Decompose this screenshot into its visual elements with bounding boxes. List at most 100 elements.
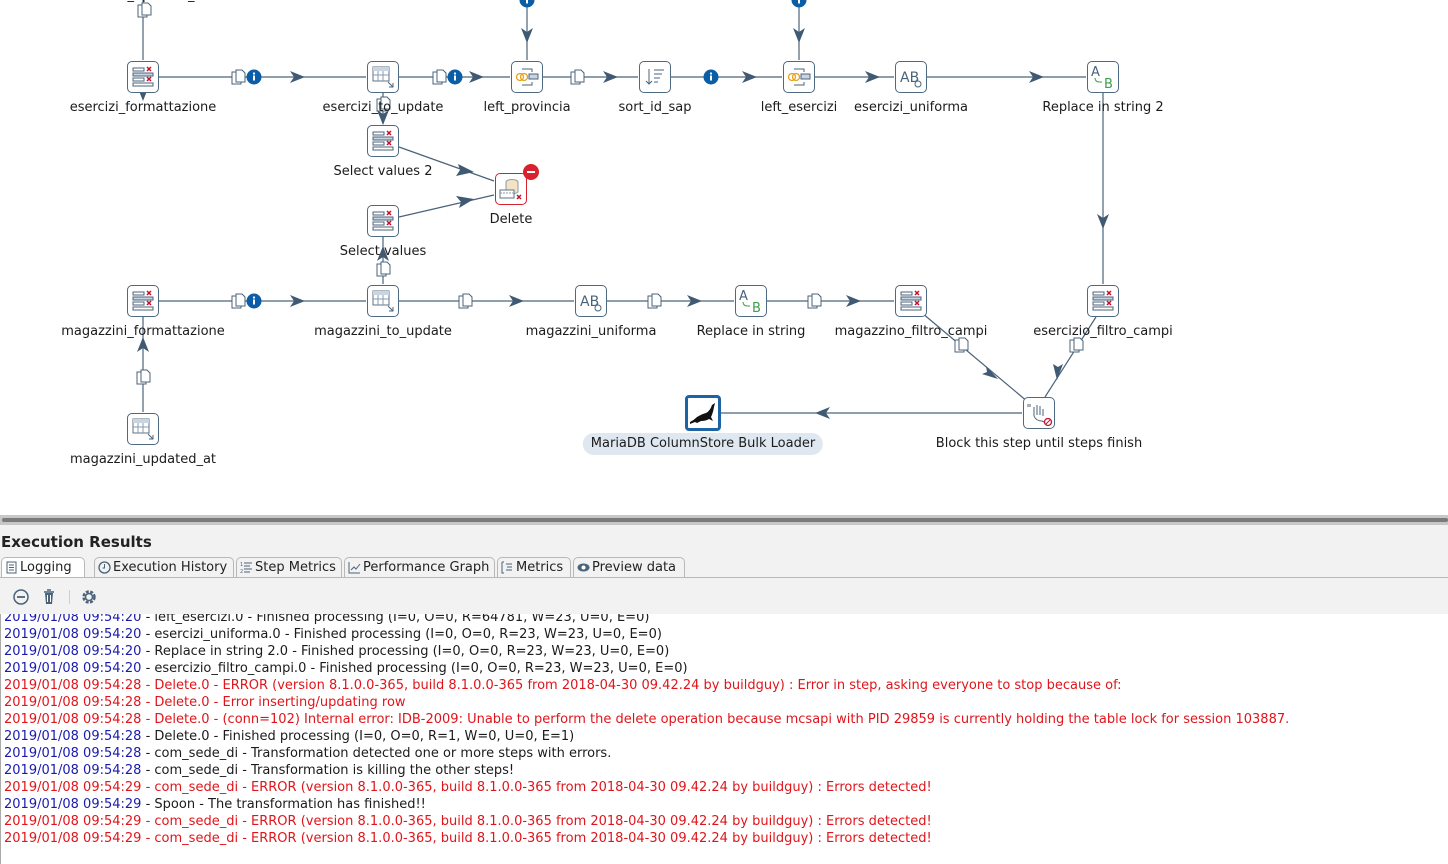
select-values-icon (132, 290, 154, 311)
info-icon (246, 293, 262, 309)
hop-arrow (1053, 364, 1063, 380)
step-esercizi-to-update[interactable] (367, 61, 399, 93)
history-icon (98, 561, 111, 574)
tab-logging[interactable]: Logging (1, 557, 85, 577)
log-message: - esercizi_uniforma.0 - Finished process… (141, 627, 662, 642)
step-label: magazzini_formattazione (61, 324, 225, 339)
step-label: esercizi_updated_at (78, 0, 207, 4)
step-label: esercizio_filtro_campi (1033, 324, 1173, 339)
step-magazzini-to-update[interactable] (367, 285, 399, 317)
info-icon (703, 69, 719, 85)
step-sort-id-sap[interactable] (639, 61, 671, 93)
tab-label: Metrics (516, 560, 564, 575)
tab-execution-history[interactable]: Execution History (94, 557, 234, 577)
log-line: 2019/01/08 09:54:20 - Replace in string … (4, 643, 669, 660)
log-line-error: 2019/01/08 09:54:29 - com_sede_di - ERRO… (4, 813, 932, 830)
log-text-area[interactable]: 2019/01/08 09:54:20 - left_esercizi.0 - … (0, 614, 1448, 864)
svg-text:1: 1 (240, 562, 243, 568)
step-delete[interactable] (495, 173, 527, 205)
step-block-until-finish[interactable] (1023, 397, 1055, 429)
select-values-icon (1092, 290, 1114, 311)
log-timestamp: 2019/01/08 09:54:28 (4, 695, 142, 710)
hop (1044, 316, 1097, 398)
log-message: - esercizio_filtro_campi.0 - Finished pr… (141, 661, 688, 676)
select-values-icon (900, 290, 922, 311)
step-magazzini-updated-at[interactable] (127, 413, 159, 445)
merge-join-icon (515, 68, 539, 86)
hop-arrow (815, 407, 830, 419)
step-label: Replace in string 2 (1042, 100, 1164, 115)
hop-arrow (290, 71, 305, 83)
svg-text:B: B (1104, 77, 1113, 92)
panel-splitter[interactable] (0, 515, 1448, 525)
clear-log-icon[interactable] (40, 588, 58, 606)
tab-performance-graph[interactable]: Performance Graph (344, 557, 495, 577)
log-message: - Delete.0 - ERROR (version 8.1.0.0-365,… (141, 678, 1122, 693)
step-esercizi-uniforma[interactable]: AB (895, 61, 927, 93)
log-line-error: 2019/01/08 09:54:28 - Delete.0 - Error i… (4, 694, 406, 711)
table-input-icon (132, 418, 154, 440)
hop (921, 312, 1029, 403)
log-timestamp: 2019/01/08 09:54:28 (4, 746, 142, 761)
log-line: 2019/01/08 09:54:28 - com_sede_di - Tran… (4, 745, 611, 762)
settings-icon[interactable] (80, 588, 98, 606)
step-mariadb-bulk-loader[interactable] (685, 395, 721, 431)
hop-arrow (509, 295, 524, 307)
step-select-values[interactable] (367, 205, 399, 237)
step-esercizio-filtro-campi[interactable] (1087, 285, 1119, 317)
string-operations-icon: AB (580, 294, 602, 312)
step-left-esercizi[interactable] (783, 61, 815, 93)
step-label: MariaDB ColumnStore Bulk Loader (582, 433, 824, 455)
block-step-icon (1027, 404, 1053, 427)
step-esercizi-formattazione[interactable] (127, 61, 159, 93)
step-select-values-2[interactable] (367, 125, 399, 157)
log-message: - Spoon - The transformation has finishe… (141, 797, 426, 812)
log-icon (6, 561, 17, 574)
select-values-icon (372, 130, 394, 151)
copy-rows-icon (376, 96, 391, 112)
svg-text:A: A (739, 289, 748, 304)
toolbar-separator (69, 590, 70, 604)
tab-label: Preview data (592, 560, 677, 575)
tab-metrics[interactable]: Metrics (497, 557, 571, 577)
table-input-icon (372, 290, 394, 312)
tab-preview-data[interactable]: Preview data (573, 557, 685, 577)
sort-rows-icon (645, 69, 664, 85)
log-toolbar (0, 578, 1448, 614)
step-label: Delete (489, 212, 533, 227)
log-line: 2019/01/08 09:54:20 - esercizio_filtro_c… (4, 660, 688, 677)
step-label: Block this step until steps finish (935, 436, 1143, 451)
step-label: magazzini_to_update (314, 324, 452, 339)
log-timestamp: 2019/01/08 09:54:29 (4, 814, 142, 829)
copy-rows-icon (376, 261, 391, 277)
copy-rows-icon (231, 293, 246, 309)
step-label: magazzini_updated_at (69, 452, 217, 467)
log-message: - Replace in string 2.0 - Finished proce… (141, 644, 670, 659)
step-metrics-icon: 12 (240, 562, 252, 574)
log-timestamp: 2019/01/08 09:54:20 (4, 661, 142, 676)
tab-label: Logging (20, 560, 72, 575)
hop (398, 194, 495, 218)
transformation-canvas[interactable]: esercizi_updated_at esercizi_formattazio… (0, 0, 1448, 515)
step-magazzino-filtro-campi[interactable] (895, 285, 927, 317)
stop-log-icon[interactable] (12, 588, 30, 606)
log-timestamp: 2019/01/08 09:54:28 (4, 678, 142, 693)
step-magazzini-uniforma[interactable]: AB (575, 285, 607, 317)
hop-arrow (456, 196, 474, 208)
step-magazzini-formattazione[interactable] (127, 285, 159, 317)
copy-rows-icon (136, 369, 151, 385)
step-left-provincia[interactable] (511, 61, 543, 93)
step-label: magazzino_filtro_campi (834, 324, 988, 339)
copy-rows-icon (807, 293, 822, 309)
hop-arrow (521, 28, 533, 43)
log-line-error: 2019/01/08 09:54:28 - Delete.0 - ERROR (… (4, 677, 1122, 694)
hop-arrow (687, 295, 702, 307)
log-timestamp: 2019/01/08 09:54:28 (4, 729, 142, 744)
log-line: 2019/01/08 09:54:28 - Delete.0 - Finishe… (4, 728, 574, 745)
step-label: esercizi_formattazione (69, 100, 217, 115)
copy-rows-icon (231, 69, 246, 85)
